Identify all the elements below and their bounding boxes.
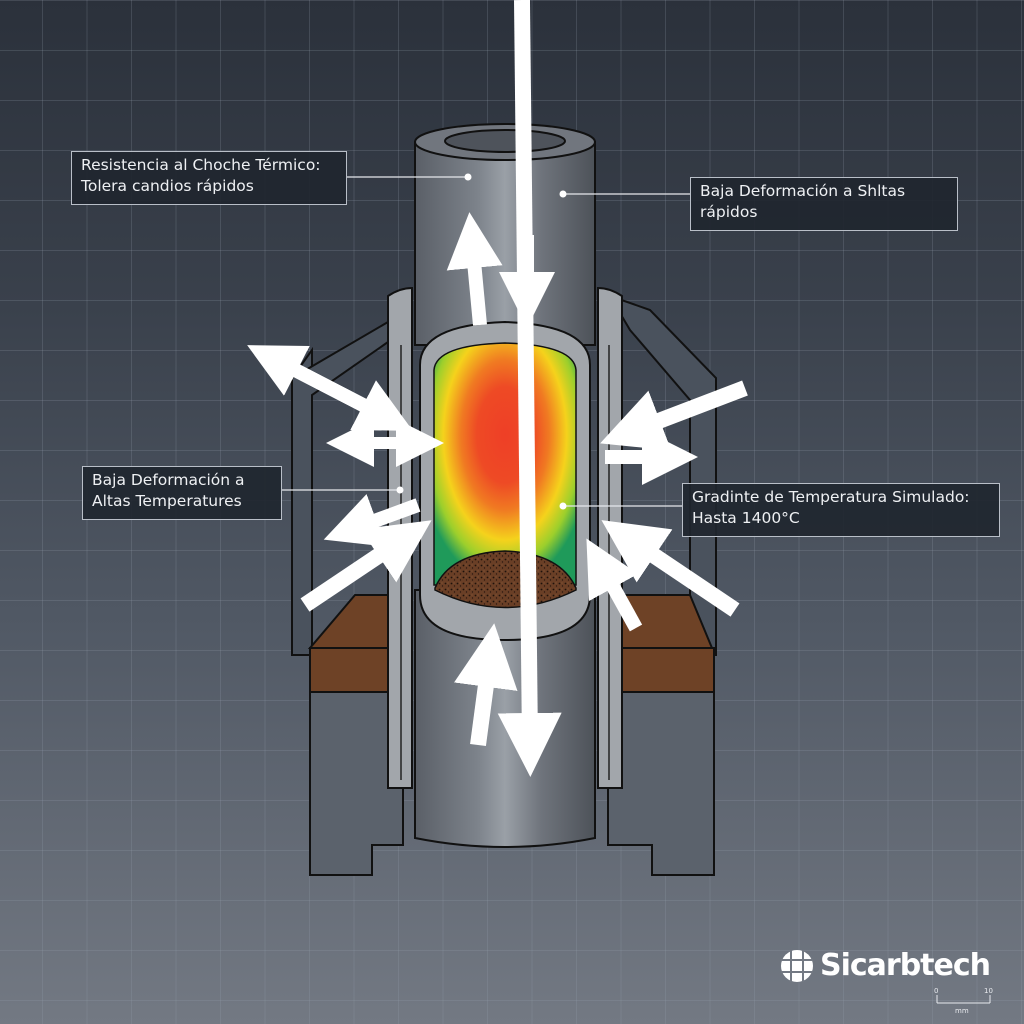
label-temperature-gradient: Gradinte de Temperatura Simulado: Hasta … xyxy=(682,483,1000,537)
brand-logo: Sicarbtech xyxy=(780,948,991,983)
label-low-deformation-high-temp: Baja Deformación a Altas Temperatures xyxy=(82,466,282,520)
scale-unit: mm xyxy=(955,1007,969,1015)
label-line: Gradinte de Temperatura Simulado: xyxy=(692,488,970,506)
label-line: Baja Deformación a Shltas xyxy=(700,182,906,200)
label-line: Altas Temperatures xyxy=(92,492,242,510)
scale-bar xyxy=(936,995,991,1004)
scale-end: 10 xyxy=(984,987,993,995)
label-low-deformation-top: Baja Deformación a Shltas rápidos xyxy=(690,177,958,231)
outer-housing-right xyxy=(607,294,717,876)
scale-start: 0 xyxy=(934,987,939,995)
label-thermal-shock: Resistencia al Choche Térmico: Tolera ca… xyxy=(71,151,347,205)
leader-lines xyxy=(282,173,690,510)
label-line: Baja Deformación a xyxy=(92,471,245,489)
brand-name: Sicarbtech xyxy=(820,948,991,983)
label-line: rápidos xyxy=(700,203,758,221)
crucible xyxy=(419,320,591,642)
stress-arrows xyxy=(247,0,748,777)
label-line: Resistencia al Choche Térmico: xyxy=(81,156,321,174)
label-line: Tolera candios rápidos xyxy=(81,177,254,195)
grid-globe-icon xyxy=(781,949,813,982)
upper-tube xyxy=(414,123,596,346)
label-line: Hasta 1400°C xyxy=(692,509,800,527)
